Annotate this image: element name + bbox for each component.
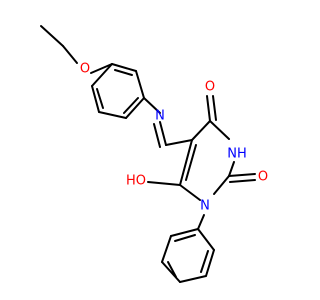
atom-hydroxyl: HO xyxy=(126,174,146,189)
atom-ring-nitrogen-phenyl: N xyxy=(200,199,210,214)
bond-ring1-double-c xyxy=(96,88,104,109)
bond-ring2-d xyxy=(161,261,181,283)
bond-ring1-c xyxy=(125,97,145,119)
bond-n3-c2 xyxy=(228,161,235,177)
bond-n-ch-double xyxy=(153,123,161,148)
bond-n-ch xyxy=(159,121,167,146)
bond-ch-c5 xyxy=(165,139,193,146)
bond-c2-o xyxy=(228,173,256,177)
bond-ring1-a xyxy=(111,63,137,72)
bond-ring2-b xyxy=(205,249,215,277)
bond-c6-c5 xyxy=(179,139,193,186)
bond-ring1-b xyxy=(135,70,145,99)
atom-imine-nitrogen: N xyxy=(155,109,165,124)
bond-aryl-n xyxy=(143,97,161,114)
bond-n1-phenyl xyxy=(197,214,205,230)
bond-ring1-e xyxy=(91,85,100,113)
bond-ring1-d xyxy=(98,111,127,119)
bond-c2-o-double xyxy=(229,179,256,183)
bond-c6-c5-double xyxy=(185,144,197,181)
bond-ring2-a xyxy=(197,228,215,251)
bond-ring1-double-a xyxy=(114,69,133,76)
atom-carbonyl-oxygen-top: O xyxy=(205,80,215,95)
bond-ring2-double-b xyxy=(167,261,177,278)
bond-ring2-f xyxy=(170,228,199,237)
bond-c4-o xyxy=(206,95,211,122)
bond-c6-oh xyxy=(147,181,181,186)
bond-ring1-f xyxy=(91,63,113,87)
bond-ethyl-ch2-o xyxy=(62,45,78,64)
bond-ethyl-ch3-ch2 xyxy=(40,25,64,47)
bond-c5-c4 xyxy=(191,120,211,141)
bond-n1-c6 xyxy=(179,184,201,201)
bond-c2-n1 xyxy=(213,175,230,195)
atom-ring-nh: NH xyxy=(227,147,247,162)
bond-ring2-double-a xyxy=(200,250,209,273)
bond-o-aryl xyxy=(90,63,113,74)
bond-c4-o-double xyxy=(212,95,217,121)
bond-c4-n3 xyxy=(209,120,230,140)
bond-ring2-c xyxy=(179,275,207,283)
atom-ether-oxygen: O xyxy=(80,62,90,77)
bond-ring2-double-c xyxy=(174,234,196,242)
molecule-structure-diagram: O N O NH O N HO xyxy=(40,25,268,283)
bond-ring1-double-b xyxy=(123,97,139,114)
bond-ring2-e xyxy=(161,235,172,263)
atom-carbonyl-oxygen-right: O xyxy=(258,170,268,185)
